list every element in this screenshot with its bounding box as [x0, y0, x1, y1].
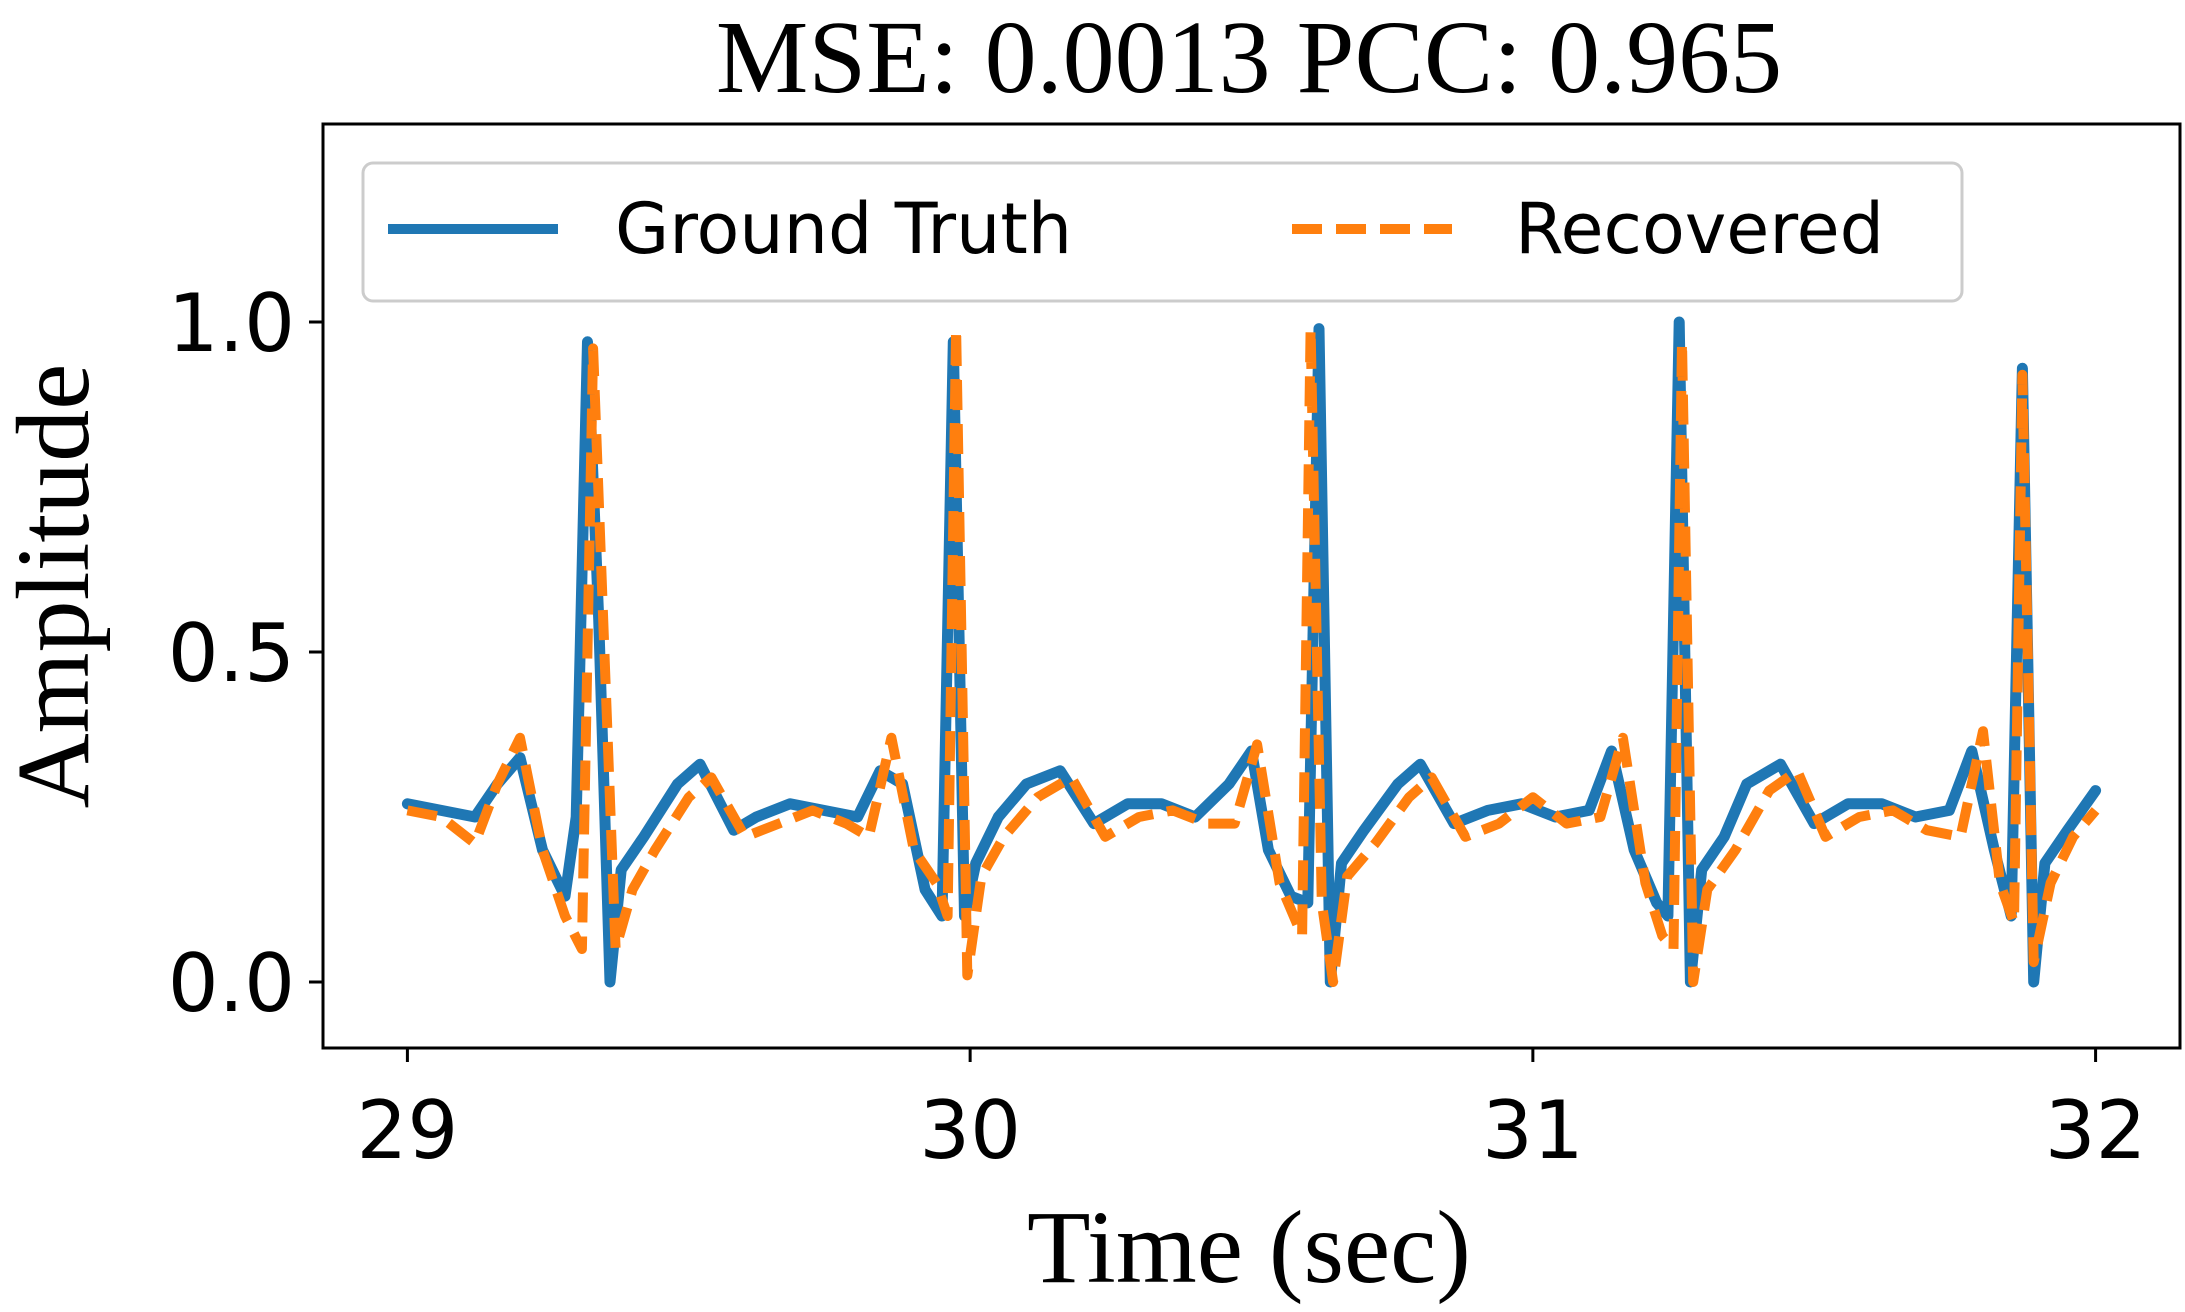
x-tick-label: 29 [357, 1084, 459, 1177]
recovered-line [406, 323, 2100, 987]
legend-box [361, 161, 1964, 303]
series-layer [401, 316, 2102, 988]
y-tick-label: 0.5 [168, 607, 295, 700]
y-tick-label: 0.0 [168, 937, 295, 1030]
chart-title: MSE: 0.0013 PCC: 0.965 [716, 0, 1782, 115]
ticks-layer: 29 30 31 32 0.0 0.5 1.0 [168, 277, 2147, 1177]
ground-truth-line [401, 316, 2102, 988]
x-tick-label: 31 [1482, 1084, 1584, 1177]
x-tick-label: 32 [2045, 1084, 2147, 1177]
y-tick-label: 1.0 [168, 277, 295, 370]
y-axis-label: Amplitude [0, 364, 111, 809]
legend: Ground Truth Recovered [361, 161, 1964, 303]
x-axis-label: Time (sec) [1027, 1190, 1471, 1305]
x-tick-label: 30 [919, 1084, 1021, 1177]
legend-label-ground-truth: Ground Truth [615, 188, 1072, 270]
legend-label-recovered: Recovered [1515, 188, 1884, 270]
plot-area [321, 122, 2182, 1050]
